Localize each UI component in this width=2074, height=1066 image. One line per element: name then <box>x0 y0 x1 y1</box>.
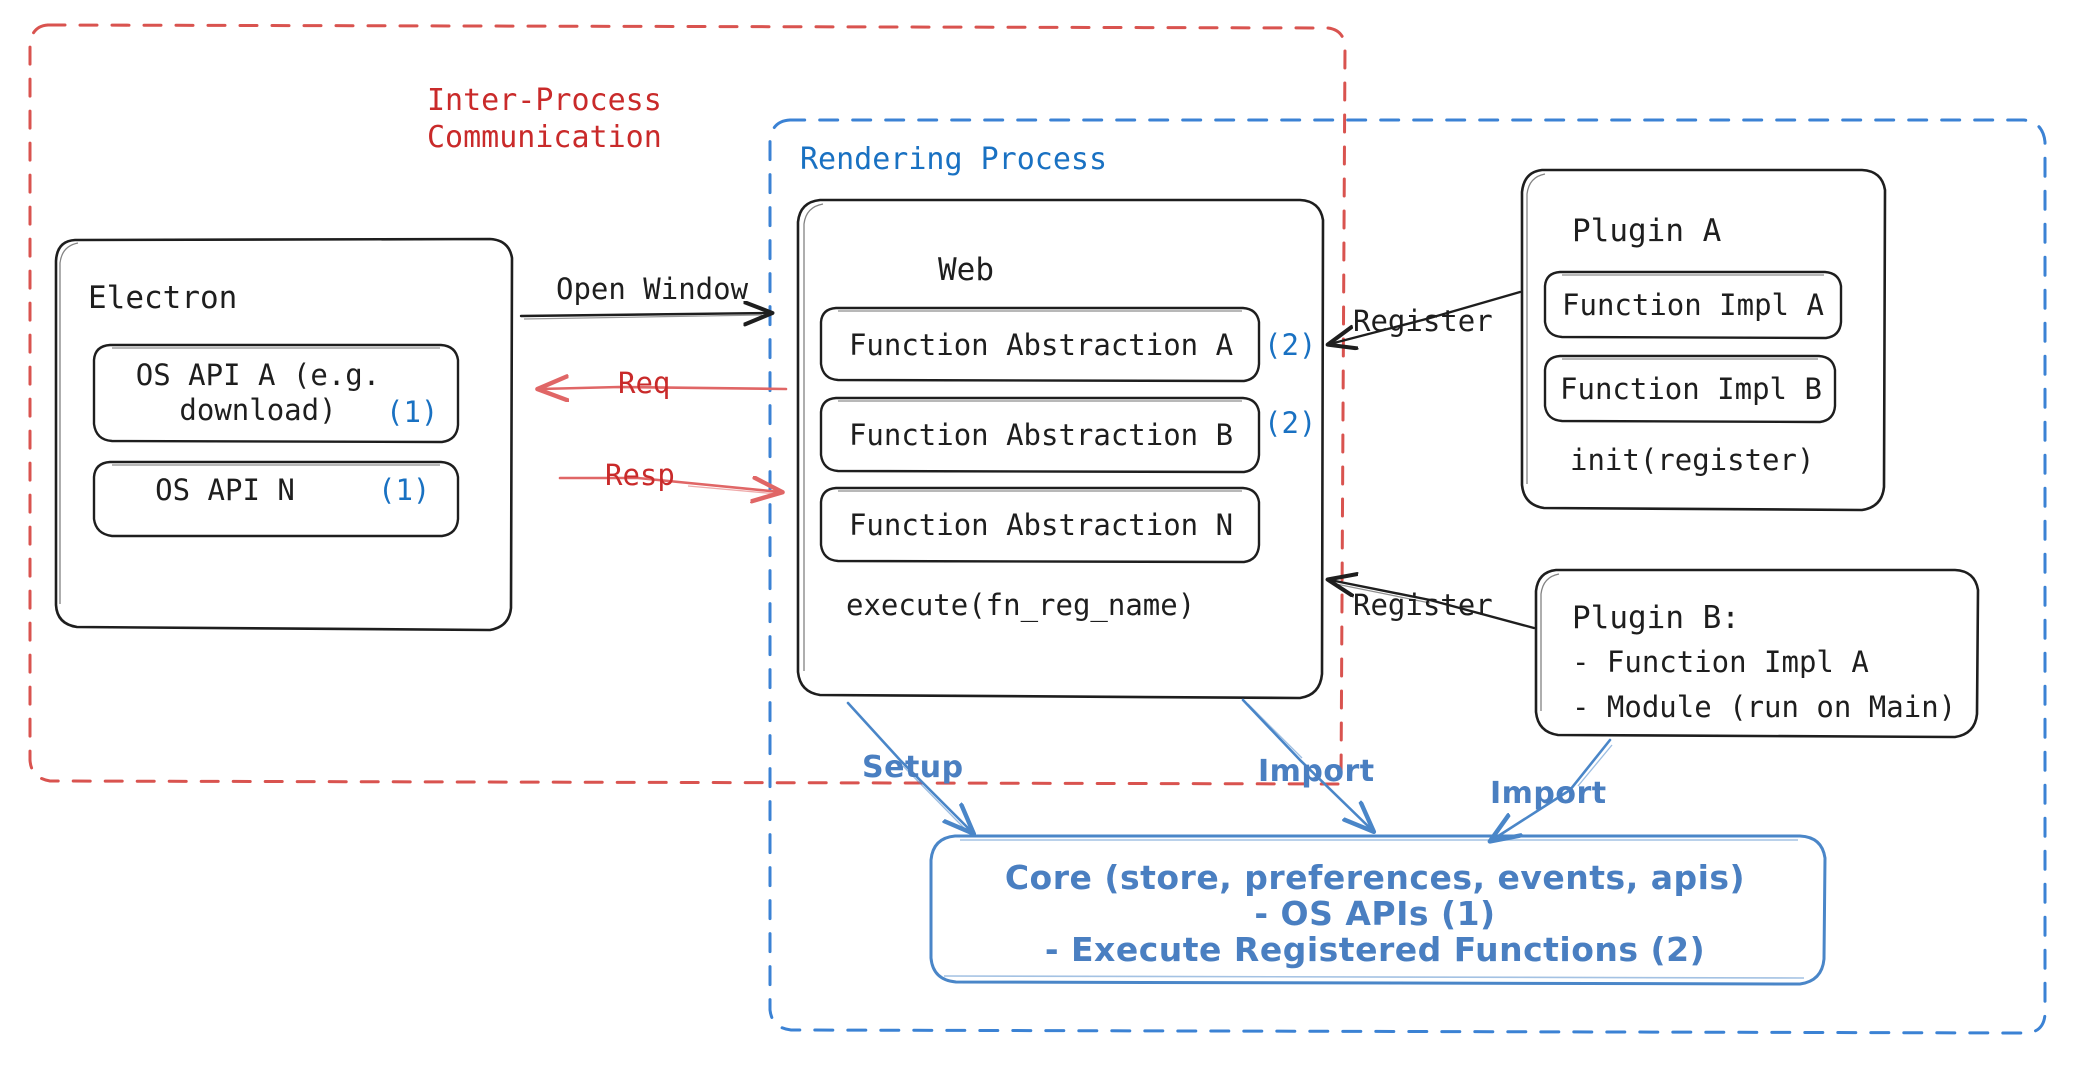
plugin-a-title: Plugin A <box>1572 213 1722 249</box>
edge-label-setup: Setup <box>862 750 964 785</box>
plugin-b-title: Plugin B: <box>1572 600 1740 636</box>
os-api-n-label: OS API N <box>155 473 295 507</box>
region-rendering-label: Rendering Process <box>800 142 1108 177</box>
os-api-n-marker: (1) <box>378 473 431 507</box>
core-line-2: - OS APIs (1) <box>1254 894 1496 933</box>
os-api-a-label: OS API A (e.g. download) <box>135 358 381 428</box>
core-line-1: Core (store, preferences, events, apis) <box>1004 858 1746 897</box>
edge-label-resp: Resp <box>605 458 675 492</box>
web-title: Web <box>938 252 994 288</box>
web-execute-label: execute(fn_reg_name) <box>846 588 1196 622</box>
plugin-a-init-label: init(register) <box>1570 443 1815 477</box>
arrow-open-window <box>519 313 770 319</box>
plugin-b-line-1: - Function Impl A <box>1572 645 1869 679</box>
plugin-b-line-2: - Module (run on Main) <box>1572 690 1957 724</box>
function-abstraction-a-marker: (2) <box>1264 328 1317 362</box>
region-ipc-label: Inter-Process Communication <box>427 83 662 155</box>
edge-label-register-plugin-b: Register <box>1353 588 1493 622</box>
electron-title: Electron <box>88 280 238 316</box>
function-impl-b-label: Function Impl B <box>1560 372 1822 406</box>
function-abstraction-n-label: Function Abstraction N <box>848 508 1234 542</box>
os-api-a-marker: (1) <box>386 395 439 429</box>
function-abstraction-b-marker: (2) <box>1264 406 1317 440</box>
edge-label-open-window: Open Window <box>556 272 749 306</box>
core-line-3: - Execute Registered Functions (2) <box>1044 930 1706 969</box>
edge-label-req: Req <box>618 366 671 400</box>
function-abstraction-a-label: Function Abstraction A <box>848 328 1234 362</box>
function-impl-a-label: Function Impl A <box>1562 288 1824 322</box>
edge-label-import-web: Import <box>1258 754 1375 789</box>
edge-label-register-plugin-a: Register <box>1353 304 1493 338</box>
edge-label-import-plugin: Import <box>1490 776 1607 811</box>
function-abstraction-b-label: Function Abstraction B <box>848 418 1234 452</box>
